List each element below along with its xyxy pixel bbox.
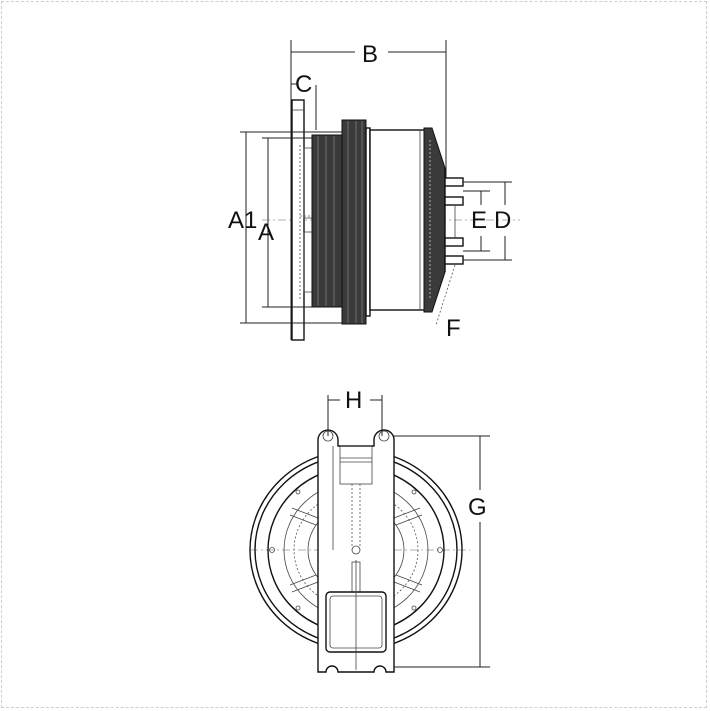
front-view: H G [249, 387, 490, 673]
label-d: D [494, 207, 511, 234]
label-a1: A1 [228, 207, 257, 234]
label-b: B [362, 41, 378, 68]
label-g: G [468, 494, 487, 521]
label-c: C [295, 71, 312, 98]
label-e: E [471, 207, 487, 234]
label-a: A [258, 219, 274, 246]
label-h: H [345, 387, 362, 414]
side-view: B C A1 A [228, 40, 520, 342]
label-f: F [446, 315, 461, 342]
